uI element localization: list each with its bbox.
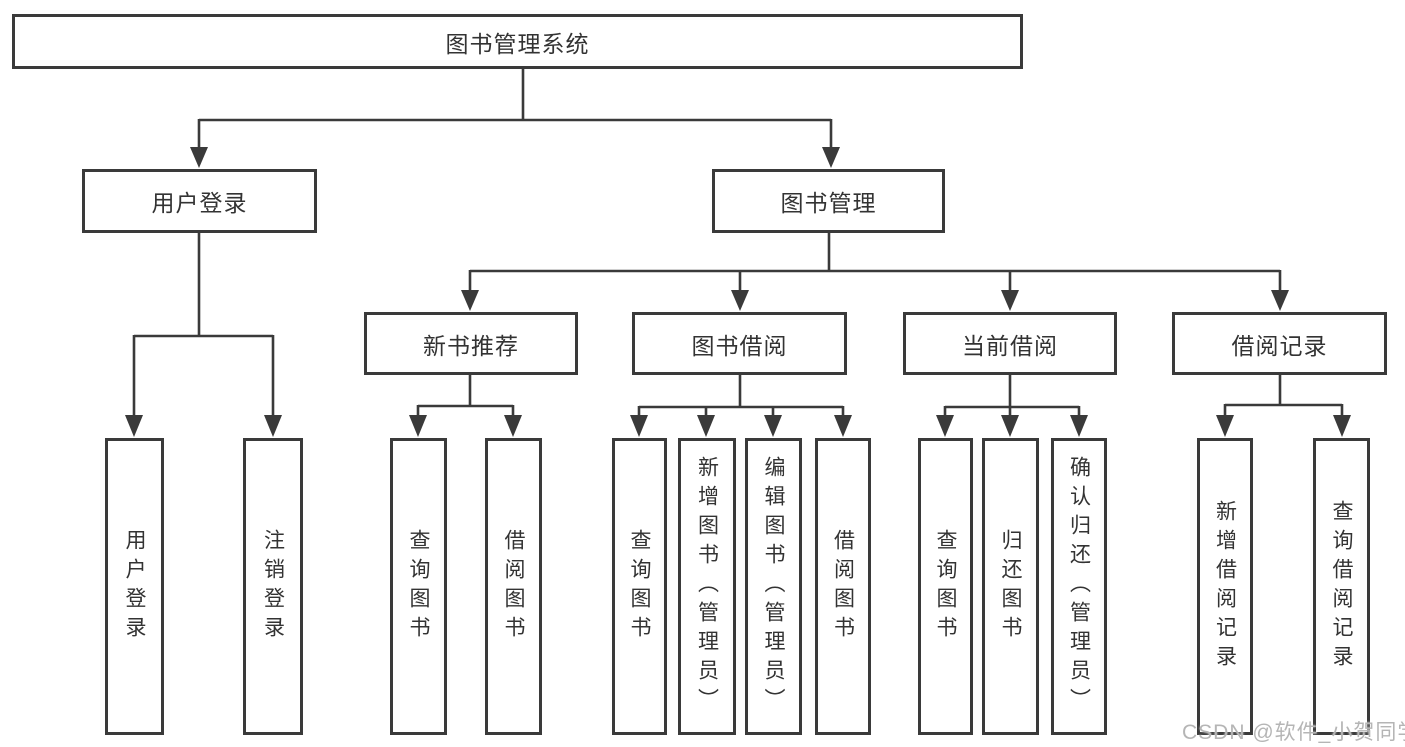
leaf-return-books: 归还图书 (982, 438, 1039, 735)
leaf-add-borrow-record: 新增借阅记录 (1197, 438, 1253, 735)
node-root-library-system: 图书管理系统 (12, 14, 1023, 69)
leaf-query-books-borrow: 查询图书 (612, 438, 667, 735)
leaf-borrow-books-recommend: 借阅图书 (485, 438, 542, 735)
leaf-logout: 注销登录 (243, 438, 303, 735)
arrowheads (125, 147, 1351, 437)
leaf-add-book-admin: 新增图书（管理员） (678, 438, 736, 735)
leaf-borrow-books-borrow: 借阅图书 (815, 438, 871, 735)
leaf-confirm-return-admin: 确认归还（管理员） (1051, 438, 1107, 735)
leaf-user-login: 用户登录 (105, 438, 164, 735)
node-book-borrow: 图书借阅 (632, 312, 847, 375)
csdn-watermark: CSDN @软件_小贺同学 (1182, 721, 1405, 744)
node-user-login: 用户登录 (82, 169, 317, 233)
node-borrow-records: 借阅记录 (1172, 312, 1387, 375)
node-new-book-recommend: 新书推荐 (364, 312, 578, 375)
node-book-management: 图书管理 (712, 169, 945, 233)
leaf-edit-book-admin: 编辑图书（管理员） (745, 438, 802, 735)
node-current-borrow: 当前借阅 (903, 312, 1117, 375)
leaf-query-books-current: 查询图书 (918, 438, 973, 735)
leaf-query-books-recommend: 查询图书 (390, 438, 447, 735)
leaf-query-borrow-record: 查询借阅记录 (1313, 438, 1370, 735)
